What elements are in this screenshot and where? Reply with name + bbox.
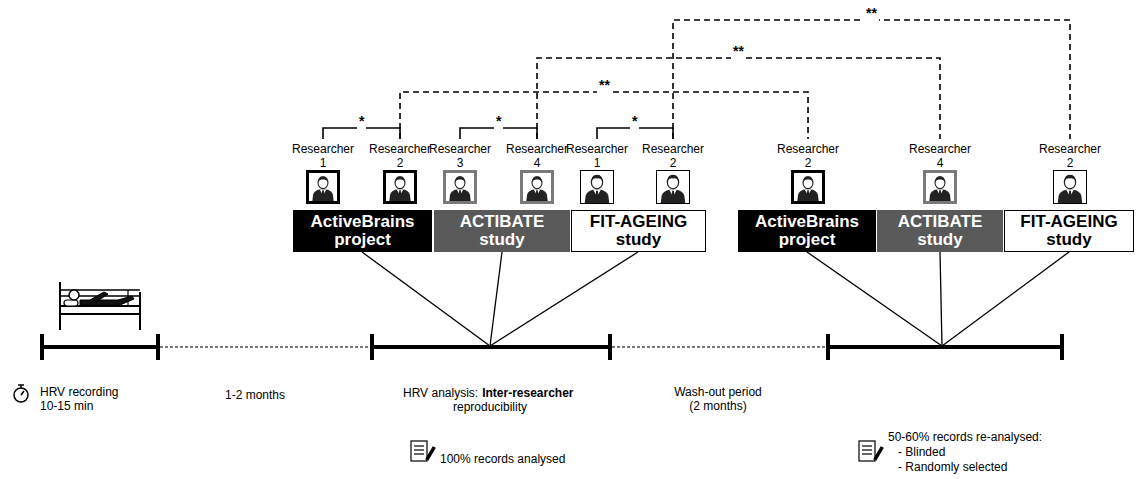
person-icon [794,173,822,201]
study-name: ACTIBATE study [435,213,569,249]
stopwatch-icon [14,385,28,402]
researcher-label: Researcher 1 [566,142,628,170]
intra-bracket [537,58,940,139]
researcher-node: Researcher 1 [566,142,628,204]
intra-bracket [673,20,1070,139]
note-label: 1-2 months [225,388,285,402]
researcher-node: Researcher 1 [292,142,354,204]
note-label: - Randomly selected [898,460,1007,474]
study-name: ACTIBATE study [878,213,1002,249]
study-box: FIT-AGEING study [1004,210,1134,252]
researcher-node: Researcher 2 [1039,142,1101,204]
study-name: ActiveBrains project [739,213,875,249]
researcher-label: Researcher 3 [429,142,491,170]
significance-mark: ** [597,77,612,93]
note-label: Inter-researcher [482,386,573,400]
person-icon [657,171,689,203]
researcher-label: Researcher 2 [1039,142,1101,170]
study-box: ActiveBrains project [738,210,876,252]
person-icon [581,171,613,203]
researcher-node: Researcher 4 [909,142,971,204]
bed-illustration [60,282,140,330]
person-icon [386,173,414,201]
note-label: HRV recording 10-15 min [40,385,135,413]
researcher-label: Researcher 4 [909,142,971,170]
researcher-label: Researcher 2 [777,142,839,170]
inter-bracket [460,128,537,139]
researcher-icon [656,170,690,204]
researcher-label: Researcher 1 [292,142,354,170]
note-label: 50-60% records re-analysed: [888,430,1042,444]
study-box: ACTIBATE study [877,210,1003,252]
person-icon [523,173,551,201]
significance-mark: * [357,113,366,129]
significance-mark: ** [864,5,879,21]
researcher-label: Researcher 2 [369,142,431,170]
study-box: FIT-AGEING study [571,210,706,252]
researcher-label: Researcher 4 [506,142,568,170]
researcher-icon [520,170,554,204]
person-icon [309,173,337,201]
person-icon [446,173,474,201]
person-icon [926,173,954,201]
researcher-icon [1053,170,1087,204]
researcher-node: Researcher 4 [506,142,568,204]
note-label: 100% records analysed [440,452,565,466]
researcher-node: Researcher 2 [777,142,839,204]
researcher-icon [443,170,477,204]
intra-bracket [400,92,808,139]
study-name: FIT-AGEING study [572,213,705,249]
researcher-label: Researcher 2 [642,142,704,170]
note-label: reproducibility [453,400,527,414]
study-name: FIT-AGEING study [1005,213,1133,249]
researcher-node: Researcher 2 [369,142,431,204]
person-icon [1054,171,1086,203]
significance-mark: * [630,113,639,129]
researcher-node: Researcher 2 [642,142,704,204]
researcher-icon [383,170,417,204]
researcher-node: Researcher 3 [429,142,491,204]
note-label: HRV analysis: [403,386,478,400]
inter-bracket [597,128,673,139]
researcher-icon [791,170,825,204]
significance-mark: ** [731,43,746,59]
note-label: Wash-out period (2 months) [668,385,768,413]
researcher-icon [923,170,957,204]
researcher-icon [306,170,340,204]
note-label: - Blinded [898,445,945,459]
researcher-icon [580,170,614,204]
study-name: ActiveBrains project [294,213,431,249]
significance-mark: * [494,113,503,129]
inter-bracket [323,128,400,139]
study-box: ActiveBrains project [293,210,432,252]
study-box: ACTIBATE study [434,210,570,252]
